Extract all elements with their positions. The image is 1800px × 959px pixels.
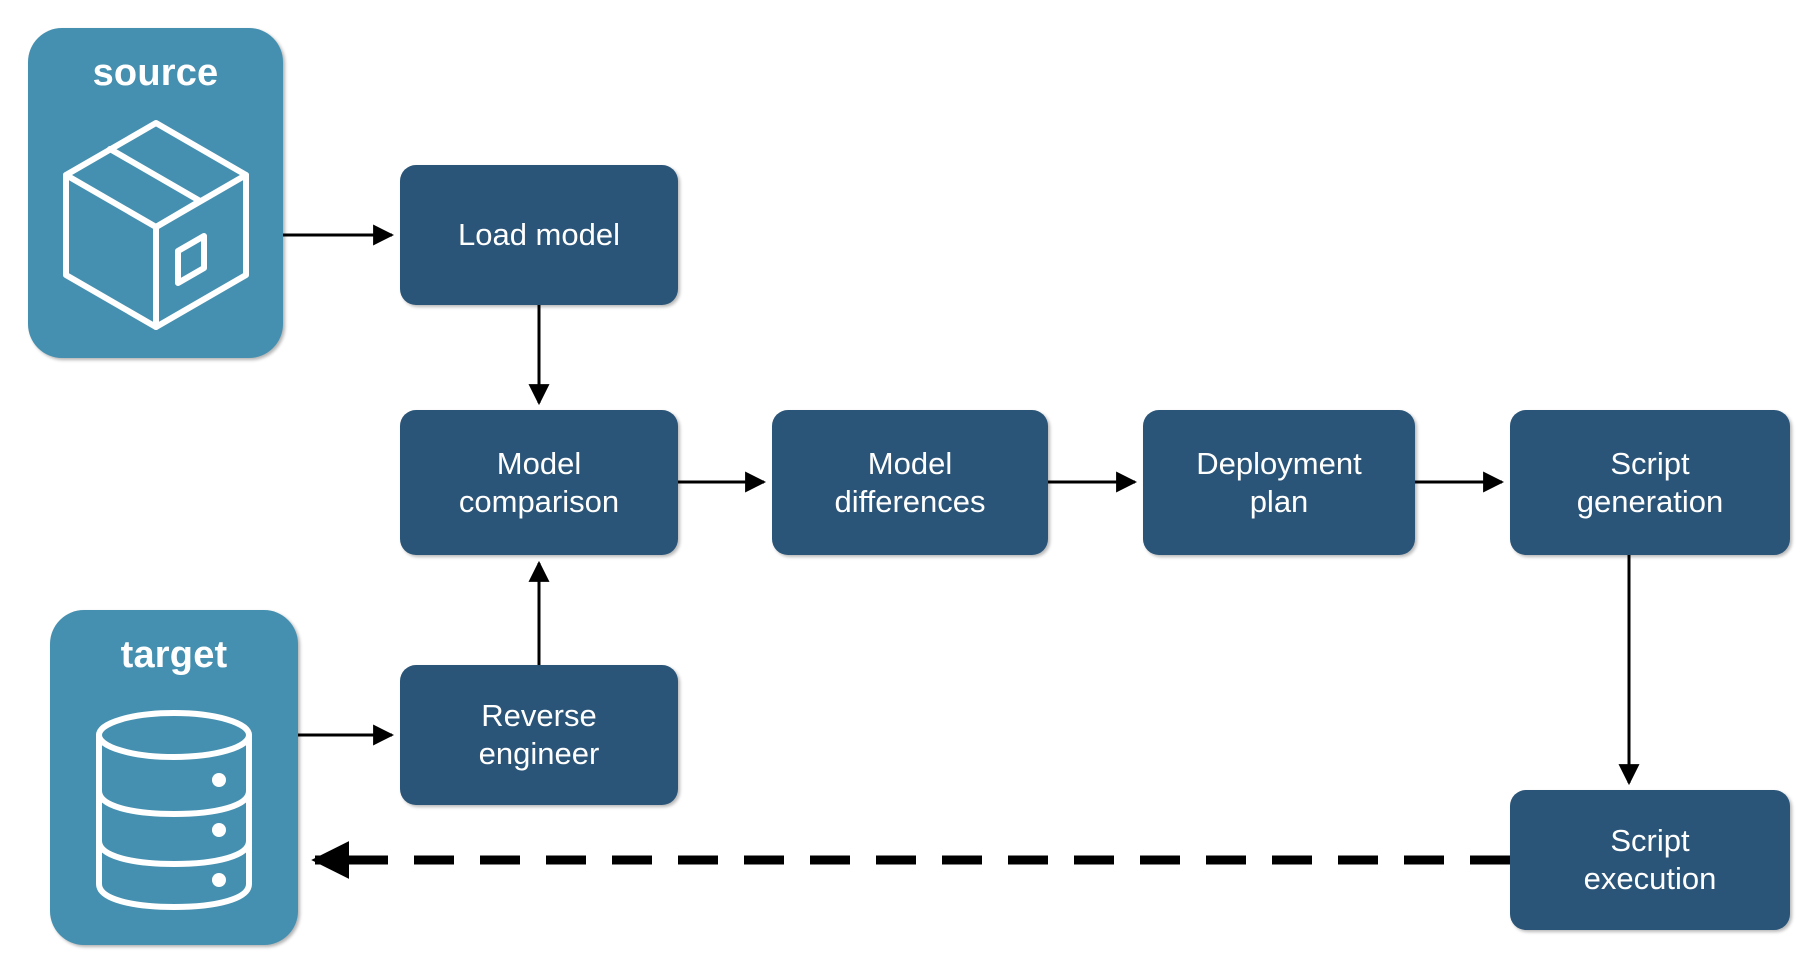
process-load-model[interactable]: Load model — [400, 165, 678, 305]
process-load-model-line1: Load model — [457, 217, 620, 253]
process-reverse-engineer-line1: Reverse — [481, 698, 597, 734]
process-script-execution-line1: Script — [1610, 823, 1690, 859]
process-script-generation[interactable]: Script generation — [1510, 410, 1790, 555]
process-script-execution-line2: execution — [1583, 861, 1717, 896]
process-model-differences[interactable]: Model differences — [772, 410, 1048, 555]
endpoint-target[interactable]: target — [50, 610, 298, 945]
process-model-comparison-line2: comparison — [458, 483, 620, 519]
package-box-icon — [28, 92, 283, 358]
process-deployment-plan[interactable]: Deployment plan — [1143, 410, 1415, 555]
process-model-comparison[interactable]: Model comparison — [400, 410, 678, 555]
database-cylinder-icon — [50, 674, 298, 945]
target-label: target — [120, 634, 228, 676]
process-deployment-plan-line2: plan — [1249, 483, 1309, 519]
process-reverse-engineer-line2: engineer — [478, 736, 600, 771]
process-script-generation-line1: Script — [1610, 445, 1690, 481]
process-script-generation-line2: generation — [1576, 483, 1724, 519]
endpoint-source[interactable]: source — [28, 28, 283, 358]
process-model-comparison-line1: Model — [496, 445, 582, 481]
source-label: source — [92, 52, 219, 94]
process-model-differences-line1: Model — [867, 445, 953, 481]
process-reverse-engineer[interactable]: Reverse engineer — [400, 665, 678, 805]
process-model-differences-line2: differences — [834, 483, 986, 519]
process-deployment-plan-line1: Deployment — [1196, 445, 1362, 481]
process-script-execution[interactable]: Script execution — [1510, 790, 1790, 930]
